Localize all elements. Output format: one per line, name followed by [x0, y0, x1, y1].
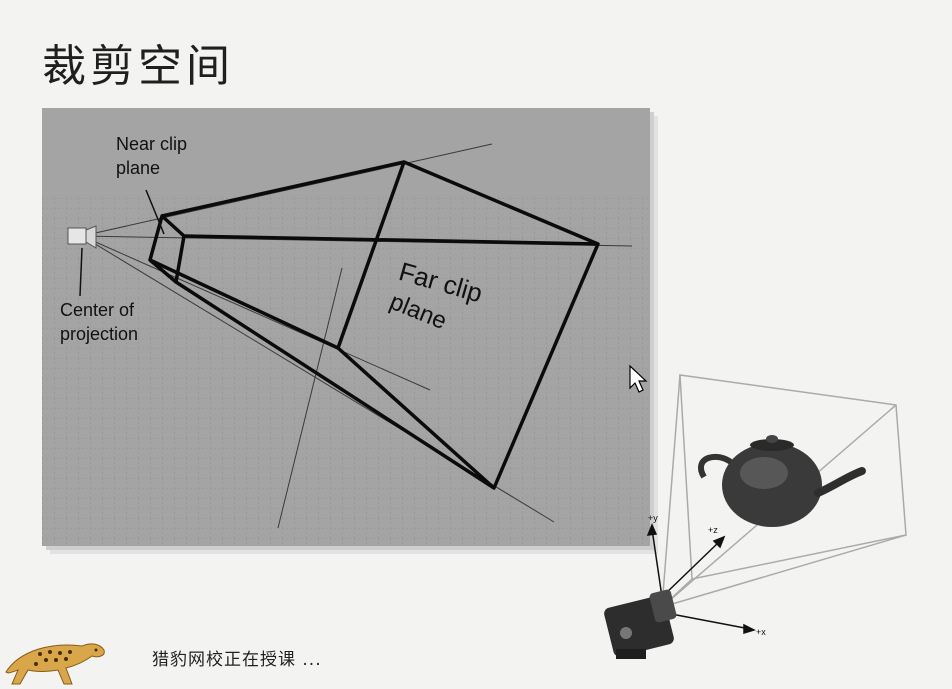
status-text: 猎豹网校正在授课 ...	[152, 650, 322, 670]
axis-x-label: +x	[756, 627, 766, 637]
near-clip-pointer	[145, 189, 165, 235]
center-label: Center of	[60, 300, 135, 320]
frustum-edges	[148, 160, 600, 490]
frustum-drawing	[42, 143, 650, 546]
video-camera-icon	[604, 589, 677, 659]
frustum-diagram: Near clip plane Center of projection Far…	[42, 108, 650, 546]
mouse-cursor-icon	[629, 364, 648, 393]
center-label-2: projection	[60, 324, 139, 344]
near-clip-label: Near clip	[116, 134, 188, 154]
axis-z-label: +z	[708, 525, 718, 535]
camera-axes	[646, 523, 757, 635]
near-clip-label-2: plane	[116, 158, 161, 178]
slide-title: 裁剪空间	[42, 41, 234, 92]
ground-grid	[42, 196, 650, 546]
camera-view-figure: +y +z +x	[596, 365, 952, 689]
teapot-model	[698, 435, 866, 527]
projection-camera-icon	[67, 225, 97, 249]
view-volume	[661, 374, 907, 608]
center-pointer	[79, 247, 83, 297]
axis-y-label: +y	[648, 513, 658, 523]
cheetah-mascot-icon	[5, 643, 105, 685]
camera-view-drawing: +y +z +x	[604, 374, 907, 659]
